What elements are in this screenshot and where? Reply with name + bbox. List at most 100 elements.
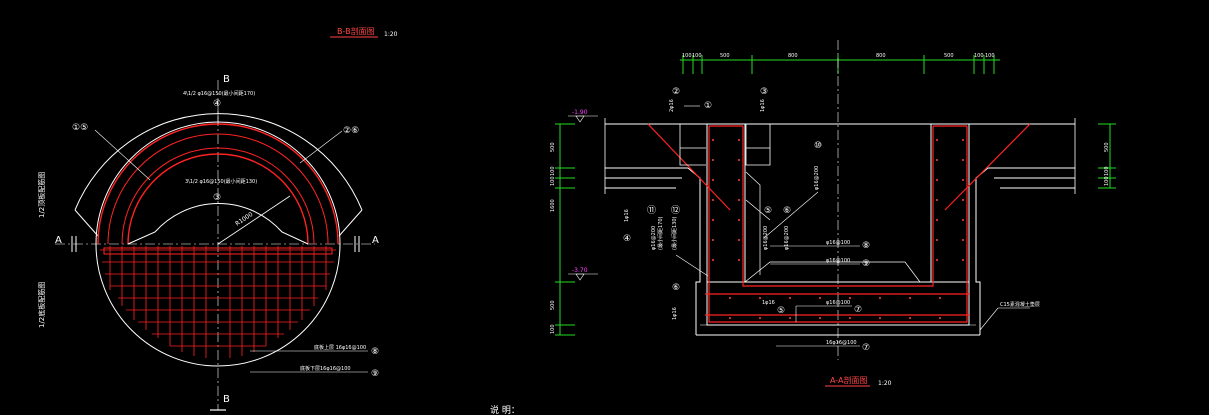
aa-lbl-r8: φ16@200 — [763, 226, 769, 250]
aa-outer-wall-left — [687, 167, 701, 335]
section-a-right: A — [372, 235, 379, 246]
aa-top-dim-6: 100 — [974, 53, 984, 59]
bb-title-scale: 1:20 — [384, 31, 398, 38]
aa-elev-mid: -3.70 — [572, 267, 588, 274]
bb-num-8: ⑧ — [371, 347, 379, 357]
aa-circle-7: ⑦ — [854, 305, 862, 315]
bb-right-pair: ②⑥ — [343, 126, 359, 136]
aa-circle-8: ⑧ — [862, 241, 870, 251]
aa-inner-haunch — [745, 171, 771, 275]
bb-section: B-B剖面图 1:20 B B A A — [37, 26, 398, 411]
aa-outer-wall-right — [975, 167, 989, 335]
aa-circle-6: ⑥ — [783, 206, 791, 216]
aa-section: 100 100 500 800 800 500 100 100 500 100 … — [550, 40, 1116, 387]
aa-top-dim-5: 500 — [944, 53, 954, 59]
bb-side-top-label: 1/2顶板配筋图 — [37, 172, 46, 218]
bb-red-ring-inner-a — [121, 147, 315, 245]
aa-left-dim-2: 100 — [550, 176, 556, 186]
aa-sleeve-left — [679, 124, 706, 166]
aa-circle-2: ② — [672, 87, 680, 97]
bb-left-pair-leader — [94, 129, 151, 181]
aa-rebar — [647, 123, 1031, 323]
aa-lbl-2x6b: 1φ16 — [672, 307, 678, 320]
aa-left-dim-1: 100 — [550, 166, 556, 176]
bb-inner-ring-label: 3\1/2 φ16@150(最小间距130) — [185, 178, 257, 185]
aa-top-dim-ticks — [682, 55, 995, 74]
aa-circle-11: ⑪ — [647, 205, 656, 216]
aa-circle-1: ① — [704, 101, 712, 111]
aa-left-wall — [706, 123, 746, 283]
aa-right-dim-ticks — [1098, 123, 1116, 189]
aa-lbl-b8a: φ16@100 — [826, 240, 850, 246]
aa-left-dim-0: 500 — [550, 142, 556, 152]
aa-lbl-b7: φ16@100 — [826, 300, 850, 306]
aa-top-dim-4: 800 — [876, 53, 886, 59]
aa-circle-3: ③ — [760, 87, 768, 97]
bb-bottom-label-1: 底板上层 16φ16@100 — [314, 344, 366, 351]
aa-top-dim-0: 100 — [682, 53, 692, 59]
aa-elev-top-marker — [575, 115, 585, 123]
aa-lbl-b8b: φ16@100 — [826, 258, 850, 264]
aa-center-leader — [763, 191, 819, 239]
aa-sleeve-mid — [745, 124, 771, 166]
bb-red-ring-inner-b — [127, 153, 309, 245]
bb-inner-opening — [127, 203, 309, 245]
bb-red-ring-mid — [107, 133, 329, 245]
bb-radius-line — [217, 195, 291, 245]
section-b-top: B — [223, 74, 230, 85]
bb-title: B-B剖面图 — [337, 26, 375, 36]
bb-bottom-label-2: 底板下层16φ16@100 — [300, 365, 351, 372]
aa-lbl-wall: φ16@200 — [651, 226, 657, 250]
bb-outer-cap-right — [338, 209, 363, 237]
bb-bottom-grid-frame — [103, 247, 333, 255]
aa-circle-4: ④ — [623, 234, 631, 244]
bb-right-pair-leader — [299, 130, 343, 164]
aa-left-leader-1 — [675, 254, 709, 277]
aa-top-dim-7: 100 — [985, 53, 995, 59]
aa-right-dim-0: 500 — [1104, 142, 1110, 152]
aa-circle-9: ⑨ — [862, 259, 870, 269]
aa-circle-5: ⑤ — [764, 206, 772, 216]
bb-outer-cap-arc — [74, 113, 363, 211]
aa-right-dim-2: 100 — [1104, 176, 1110, 186]
bb-outer-cap-left — [74, 209, 99, 237]
aa-left-dim-4: 500 — [550, 300, 556, 310]
aa-base-slab — [706, 281, 970, 326]
aa-lbl-2x6: 2φ16 — [669, 99, 675, 112]
aa-title-scale: 1:20 — [878, 380, 892, 387]
aa-lbl-haunch: 1φ16 — [624, 209, 630, 222]
aa-left-dim-3: 1600 — [550, 199, 556, 212]
aa-left-dim-ticks — [555, 123, 575, 336]
aa-bottom-haunch — [744, 261, 921, 283]
aa-right-wall — [930, 123, 970, 283]
aa-elev-mid-marker — [575, 273, 585, 281]
bb-num-3: ③ — [213, 193, 221, 203]
aa-cushion-leader — [979, 307, 999, 331]
bb-num-4: ④ — [213, 99, 221, 109]
bb-num-9: ⑨ — [371, 369, 379, 379]
bb-radius-label: R1000 — [234, 211, 254, 228]
section-a-left: A — [55, 235, 62, 246]
bb-top-ring-label: 4\1/2 φ16@150(最小间距170) — [183, 90, 255, 97]
aa-lbl-w3: (最小间距130) — [671, 217, 678, 250]
aa-lbl-1x6: 1φ16 — [760, 99, 766, 112]
aa-circle-5b: ⑤ — [777, 306, 785, 316]
aa-lbl-center: φ16@200 — [814, 166, 820, 190]
aa-lbl-r8b: φ16@200 — [784, 226, 790, 250]
section-b-bottom: B — [223, 394, 230, 405]
bottom-note: 说 明： — [490, 404, 520, 415]
aa-lbl-w2: (最小间距170) — [657, 217, 664, 250]
aa-title: A-A剖面图 — [830, 375, 867, 385]
aa-lbl-b7b: 16φ16@100 — [826, 340, 857, 346]
aa-circle-12: ⑫ — [671, 205, 680, 216]
aa-right-dim-1: 100 — [1104, 166, 1110, 176]
aa-elev-top: -1.90 — [572, 109, 588, 116]
aa-circle-10: ⑩ — [814, 141, 822, 151]
aa-circle-7b: ⑦ — [862, 343, 870, 353]
aa-left-dim-5: 100 — [550, 324, 556, 334]
bb-left-pair: ①⑤ — [72, 123, 88, 133]
aa-top-dim-2: 500 — [720, 53, 730, 59]
aa-lbl-cushion: C15素混凝土垫层 — [1000, 301, 1040, 308]
bb-bottom-grid — [100, 246, 336, 358]
